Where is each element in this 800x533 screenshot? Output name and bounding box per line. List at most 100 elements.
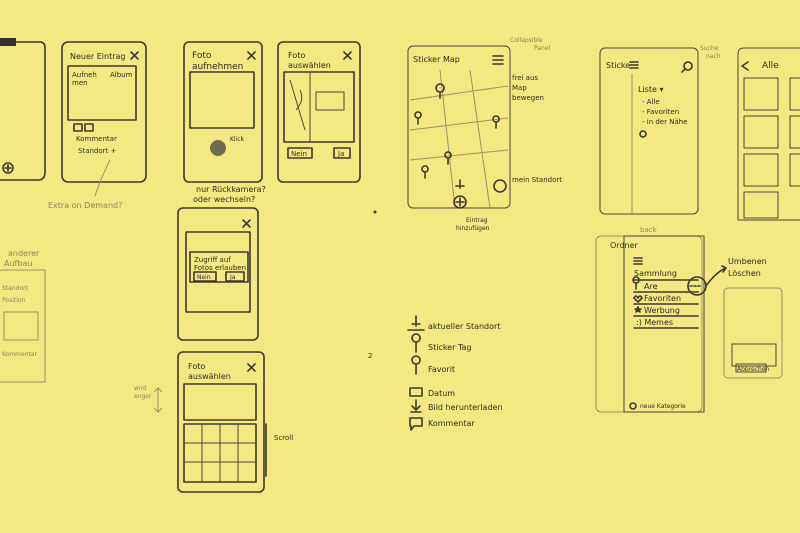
close-icon[interactable] bbox=[130, 51, 139, 60]
dialog-line-2: Fotos erlauben bbox=[194, 264, 246, 272]
note-anderer-1: anderer bbox=[8, 249, 40, 258]
photo-placeholder[interactable] bbox=[67, 65, 137, 121]
grid-tile[interactable] bbox=[743, 115, 779, 149]
frame-foto-auswaehlen-bottom: Foto auswählen Scroll wird enger bbox=[134, 351, 293, 493]
umbenennen-note-1: Umbenen bbox=[728, 257, 767, 266]
photo-label-3: Album bbox=[110, 71, 133, 79]
frame-context: Abbrechen bbox=[723, 287, 783, 379]
selected-photo bbox=[183, 383, 257, 421]
abbrechen-label: Abbrechen bbox=[737, 366, 770, 373]
new-category-button[interactable]: neue Kategorie bbox=[640, 403, 686, 410]
foto-aufnehmen-title-1: Foto bbox=[192, 51, 212, 61]
liste-item-2[interactable]: - in der Nähe bbox=[642, 118, 687, 126]
nein-button[interactable] bbox=[287, 147, 313, 159]
map-pin-icon[interactable] bbox=[444, 151, 452, 165]
map-pin-icon[interactable] bbox=[421, 165, 429, 179]
abbrechen-button[interactable] bbox=[735, 363, 767, 373]
close-icon[interactable] bbox=[242, 219, 251, 228]
grid-tile[interactable] bbox=[743, 153, 779, 187]
mein-standort-note: mein Standort bbox=[512, 176, 562, 184]
menu-icon[interactable] bbox=[492, 55, 504, 65]
ja-button[interactable] bbox=[333, 147, 351, 159]
ordner-item-0[interactable]: Are bbox=[644, 282, 658, 291]
shutter-button[interactable] bbox=[210, 140, 226, 156]
frame-liste: Sticke Liste ▾ - Alle - Favoriten - in d… bbox=[599, 47, 699, 215]
suche-note-2: nach bbox=[706, 53, 721, 60]
umbenennen-note-2: Löschen bbox=[728, 269, 761, 278]
standort-label[interactable]: Standort + bbox=[78, 147, 116, 155]
back-arrow-icon[interactable] bbox=[741, 61, 749, 71]
scroll-note: Scroll bbox=[274, 434, 293, 442]
grid-tile[interactable] bbox=[743, 77, 779, 111]
liste-title: Sticke bbox=[606, 61, 630, 70]
my-location-button[interactable] bbox=[493, 179, 507, 193]
heart-icon bbox=[633, 295, 643, 303]
comment-icon bbox=[409, 417, 423, 431]
menu-icon[interactable] bbox=[629, 61, 639, 69]
dialog-nein-button[interactable] bbox=[193, 271, 217, 282]
foto-bottom-title-2: auswählen bbox=[188, 372, 231, 381]
ordner-item-3[interactable]: :) Memes bbox=[636, 318, 673, 327]
close-icon[interactable] bbox=[247, 51, 256, 60]
ordner-item-2[interactable]: Werbung bbox=[644, 306, 680, 315]
nein-label: Nein bbox=[291, 150, 307, 158]
calendar-icon bbox=[409, 387, 423, 397]
dialog-line-1: Zugriff auf bbox=[194, 256, 231, 264]
star-icon bbox=[634, 306, 642, 313]
heart-pin-icon bbox=[411, 355, 421, 375]
legend-label-5: Kommentar bbox=[428, 419, 475, 428]
legend: aktueller Standort Sticker Tag Favorit D… bbox=[407, 315, 503, 431]
add-entry-button[interactable] bbox=[453, 195, 467, 209]
legend-label-0: aktueller Standort bbox=[428, 322, 500, 331]
kommentar-label[interactable]: Kommentar bbox=[76, 135, 117, 143]
frame-alle: Alle bbox=[737, 47, 800, 221]
collapsible-note-1: Collapsible bbox=[510, 37, 543, 44]
download-icon bbox=[410, 399, 422, 413]
add-icon[interactable] bbox=[639, 130, 647, 138]
neuer-eintrag-title: Neuer Eintrag bbox=[70, 52, 125, 61]
frei-note-3: bewegen bbox=[512, 94, 544, 102]
image-icon[interactable] bbox=[73, 123, 83, 132]
add-icon[interactable] bbox=[629, 402, 637, 410]
eintrag-note-1: Eintrag bbox=[466, 217, 488, 224]
note-rueckkamera-2: oder wechseln? bbox=[193, 195, 255, 204]
note-anderer-2: Aufbau bbox=[4, 259, 32, 268]
close-icon[interactable] bbox=[247, 363, 256, 372]
grid-tile[interactable] bbox=[743, 191, 779, 219]
foto-aufnehmen-title-2: aufnehmen bbox=[192, 62, 243, 72]
ordner-title: Ordner bbox=[610, 241, 639, 250]
sammlung-heading: Sammlung bbox=[634, 269, 677, 278]
page-number: 2 bbox=[368, 352, 372, 360]
liste-heading[interactable]: Liste ▾ bbox=[638, 85, 663, 94]
menu-icon[interactable] bbox=[633, 257, 643, 265]
frame-sticker-map: Sticker Map bbox=[407, 45, 511, 209]
map-pin-icon[interactable] bbox=[414, 111, 422, 125]
liste-item-0[interactable]: - Alle bbox=[642, 98, 660, 106]
back-note: back bbox=[640, 226, 658, 234]
dialog-ja-label: Ja bbox=[229, 274, 236, 281]
fragment-item-1: Standort bbox=[2, 285, 29, 292]
close-icon[interactable] bbox=[343, 51, 352, 60]
frei-note-2: Map bbox=[512, 84, 527, 92]
photo-preview bbox=[283, 71, 355, 143]
foto-auswaehlen-title-1: Foto bbox=[288, 51, 305, 60]
legend-label-3: Datum bbox=[428, 389, 455, 398]
suche-note-1: Suche bbox=[700, 45, 719, 52]
context-dialog bbox=[731, 343, 777, 367]
person-pin-icon bbox=[455, 179, 465, 189]
search-icon[interactable] bbox=[683, 61, 693, 71]
photo-label-2: men bbox=[72, 79, 88, 87]
ordner-item-1[interactable]: Favoriten bbox=[644, 294, 681, 303]
frame-foto-aufnehmen: Foto aufnehmen Klick bbox=[183, 41, 263, 183]
dialog-ja-button[interactable] bbox=[225, 271, 245, 282]
fragment-item-2: Position bbox=[2, 297, 26, 304]
map-pin-icon bbox=[632, 276, 640, 290]
add-icon bbox=[2, 162, 14, 174]
gallery-icon[interactable] bbox=[84, 123, 94, 132]
liste-item-1[interactable]: - Favoriten bbox=[642, 108, 679, 116]
map-pin-icon[interactable] bbox=[435, 83, 445, 99]
map-pin-icon[interactable] bbox=[492, 115, 500, 129]
fragment-item-3: Kommentar bbox=[2, 351, 38, 358]
